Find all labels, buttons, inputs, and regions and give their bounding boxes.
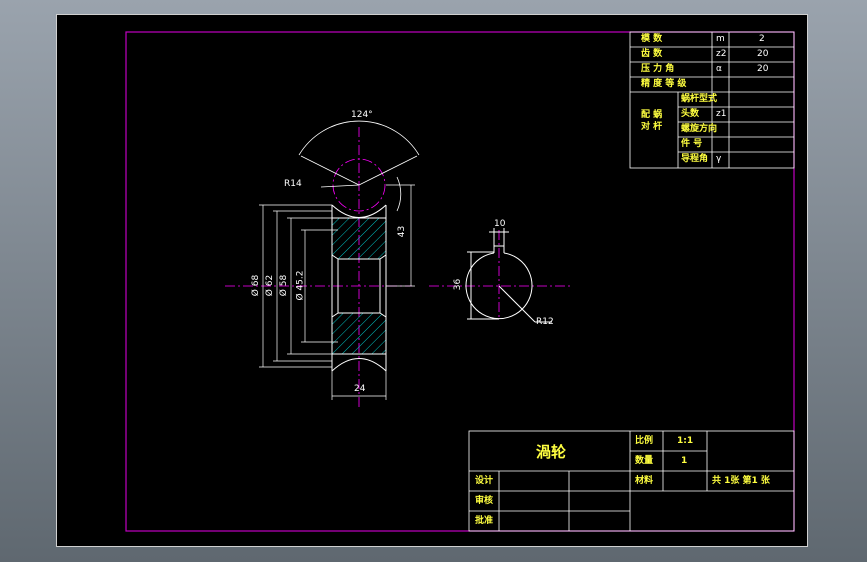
section-hatching — [332, 218, 386, 354]
param-label-module: 模 数 — [641, 34, 663, 44]
param-symbol-pressure: α — [716, 64, 722, 74]
radius-throat-label: R14 — [284, 179, 302, 189]
group-symbol-lead: γ — [716, 154, 722, 164]
wheel-outline — [331, 204, 387, 372]
check-label: 审核 — [475, 496, 494, 506]
angle-label: 124° — [351, 110, 373, 120]
param-value-teeth: 20 — [757, 49, 769, 59]
group-label-part: 件 号 — [681, 139, 703, 149]
dia-62-label: Ø 62 — [265, 274, 276, 297]
scale-value: 1:1 — [677, 436, 694, 446]
part-name: 渦轮 — [536, 443, 567, 461]
param-label-pressure: 压 力 角 — [641, 64, 675, 74]
bore-view — [465, 228, 552, 323]
param-label-teeth: 齿 数 — [641, 49, 663, 59]
param-table-grid — [629, 31, 795, 169]
group-label-lead: 导程角 — [681, 154, 709, 164]
param-label-precision: 精 度 等 级 — [641, 79, 687, 89]
design-label: 设计 — [475, 476, 494, 486]
param-group-label: 配 蜗 对 杆 — [641, 110, 663, 132]
param-value-pressure: 20 — [757, 64, 769, 74]
inner-frame — [125, 31, 795, 532]
qty-label: 数量 — [635, 456, 654, 466]
diameter-dimensions — [259, 184, 415, 400]
dia-45-label: Ø 45.2 — [295, 270, 306, 301]
material-label: 材料 — [635, 476, 654, 486]
qty-value: 1 — [681, 456, 688, 466]
approve-label: 批准 — [475, 516, 494, 526]
sheet-count: 共 1张 第1 张 — [712, 476, 770, 486]
param-value-module: 2 — [759, 34, 765, 44]
bore-height-label: 36 — [453, 278, 464, 291]
width-24-label: 24 — [354, 384, 366, 394]
group-label-helix: 螺旋方向 — [681, 124, 718, 134]
param-symbol-module: m — [716, 34, 725, 44]
drawing-canvas — [125, 31, 795, 532]
keyway-width-label: 10 — [494, 219, 506, 229]
angle-dimension — [298, 120, 420, 212]
group-symbol-starts: z1 — [716, 109, 727, 119]
title-block-grid — [468, 430, 795, 532]
param-symbol-teeth: z2 — [716, 49, 727, 59]
drawing-sheet: 124° R14 43 Ø 68 Ø 62 Ø 58 Ø 45.2 24 10 … — [56, 14, 808, 547]
dia-58-label: Ø 58 — [279, 274, 290, 297]
height-43-label: 43 — [397, 225, 408, 238]
dia-68-label: Ø 68 — [251, 274, 262, 297]
group-label-starts: 头数 — [681, 109, 700, 119]
group-label-type: 蜗杆型式 — [681, 94, 718, 104]
scale-label: 比例 — [635, 436, 654, 446]
bore-radius-label: R12 — [536, 317, 554, 327]
centerlines — [225, 127, 573, 410]
